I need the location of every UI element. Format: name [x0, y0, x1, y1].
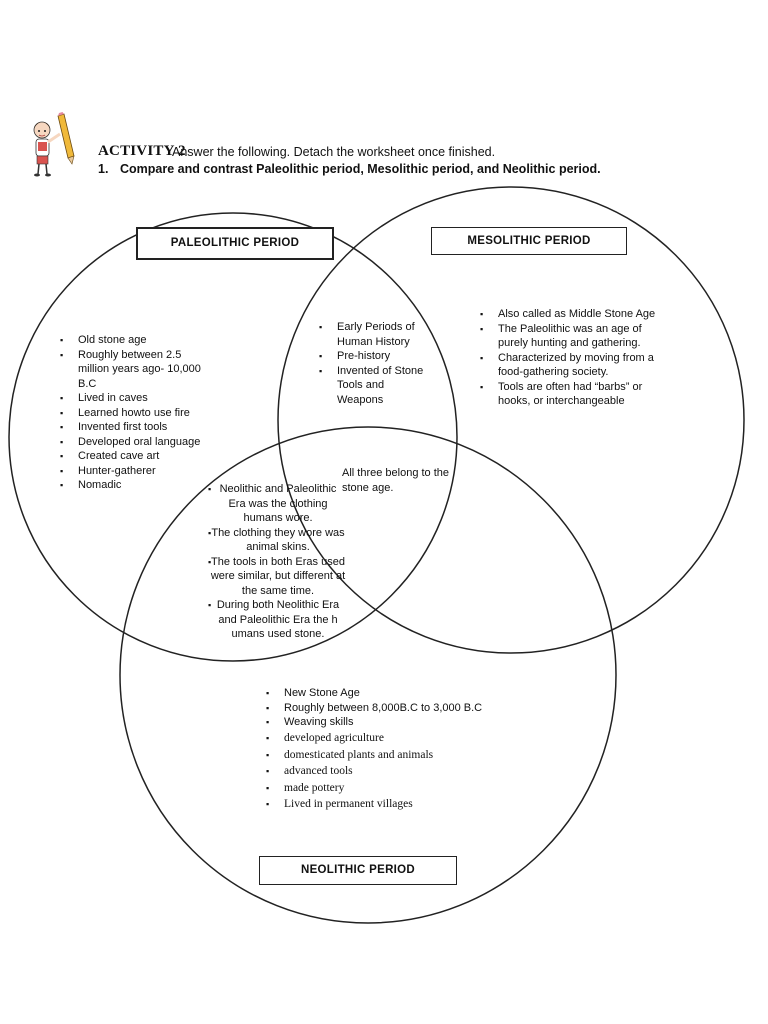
- list-item: Invented of Stone Tools and Weapons: [317, 364, 427, 408]
- mesolithic-list: Also called as Middle Stone Age The Pale…: [478, 307, 656, 409]
- paleolithic-list: Old stone age Roughly between 2.5 millio…: [58, 333, 206, 493]
- list-item: domesticated plants and animals: [264, 747, 504, 764]
- mesolithic-label: MESOLITHIC PERIOD: [431, 227, 627, 255]
- list-item: Weaving skills: [264, 715, 504, 730]
- paleo-neo-list: ▪Neolithic and Paleolithic Era was the c…: [208, 482, 346, 642]
- neolithic-list-serif: developed agriculture domesticated plant…: [264, 730, 504, 813]
- mesolithic-circle: [277, 186, 745, 654]
- list-item: Roughly between 2.5 million years ago- 1…: [58, 348, 206, 392]
- list-item: Lived in caves: [58, 391, 206, 406]
- instruction-text: Answer the following. Detach the workshe…: [172, 145, 496, 159]
- list-item: developed agriculture: [264, 730, 504, 747]
- list-item: ▪The tools in both Eras used were simila…: [208, 555, 346, 597]
- list-item: New Stone Age: [264, 686, 504, 701]
- list-item: Created cave art: [58, 449, 206, 464]
- neolithic-label: NEOLITHIC PERIOD: [259, 856, 457, 885]
- question-text: Compare and contrast Paleolithic period,…: [120, 162, 601, 176]
- list-item: Invented first tools: [58, 420, 206, 435]
- list-item: Learned howto use fire: [58, 406, 206, 421]
- paleo-meso-list: Early Periods of Human History Pre-histo…: [317, 320, 427, 407]
- all-three-note: All three belong to the stone age.: [342, 467, 450, 494]
- list-item: Tools are often had “barbs” or hooks, or…: [478, 380, 656, 409]
- list-item: ▪During both Neolithic Era and Paleolith…: [208, 599, 340, 640]
- list-item: Old stone age: [58, 333, 206, 348]
- list-item: Characterized by moving from a food-gath…: [478, 351, 656, 380]
- list-item: Pre-history: [317, 349, 427, 364]
- list-item: advanced tools: [264, 763, 504, 780]
- list-item: Hunter-gatherer: [58, 464, 206, 479]
- list-item: ▪Neolithic and Paleolithic Era was the c…: [208, 483, 337, 524]
- activity-title: ACTIVITY 2: [98, 143, 186, 159]
- student-pencil-icon: [33, 112, 75, 177]
- neolithic-circle: [119, 426, 617, 924]
- list-item: Developed oral language: [58, 435, 206, 450]
- list-item: Also called as Middle Stone Age: [478, 307, 656, 322]
- neolithic-list-sans: New Stone Age Roughly between 8,000B.C t…: [264, 686, 504, 730]
- list-item: The Paleolithic was an age of purely hun…: [478, 322, 656, 351]
- question-1: 1. Compare and contrast Paleolithic perio…: [98, 162, 601, 176]
- paleolithic-label: PALEOLITHIC PERIOD: [136, 227, 334, 260]
- list-item: made pottery: [264, 780, 504, 797]
- question-number: 1.: [98, 162, 109, 176]
- paleolithic-circle: [8, 212, 458, 662]
- list-item: ▪The clothing they wore was animal skins…: [208, 526, 345, 554]
- list-item: Roughly between 8,000B.C to 3,000 B.C: [264, 701, 504, 716]
- list-item: Early Periods of Human History: [317, 320, 427, 349]
- list-item: Nomadic: [58, 478, 206, 493]
- list-item: Lived in permanent villages: [264, 796, 504, 813]
